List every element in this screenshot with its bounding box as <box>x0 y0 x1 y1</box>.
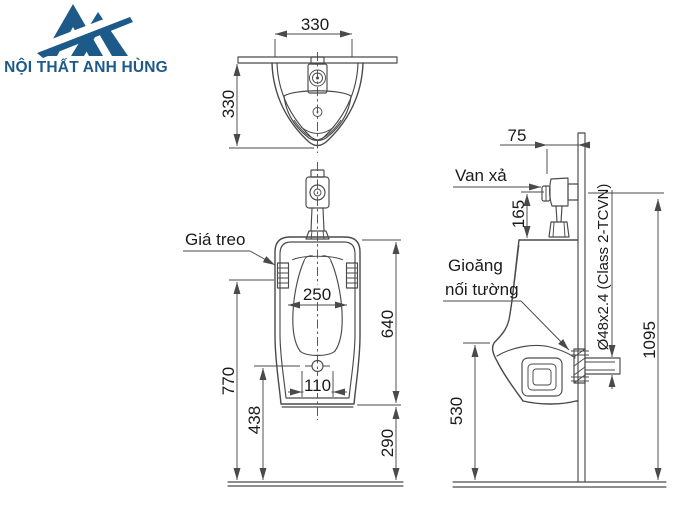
label-van-xa: Van xả <box>453 166 541 191</box>
dim-290: 290 <box>378 407 400 480</box>
dim-1095: 1095 <box>588 192 664 480</box>
label-gia-treo: Giá treo <box>183 230 276 266</box>
mounting-bracket-left <box>276 262 290 289</box>
dim-110-text: 110 <box>304 376 331 395</box>
dim-75-text: 75 <box>508 126 527 145</box>
dim-165: 165 <box>509 191 544 238</box>
brand-logo-mark <box>31 4 137 58</box>
label-gia-treo-text: Giá treo <box>185 230 245 249</box>
dim-330-width: 330 <box>274 15 353 57</box>
side-view-floor-line <box>452 481 667 488</box>
dim-290-text: 290 <box>378 429 397 457</box>
brand-logo: NỘI THẤT ANH HÙNG <box>0 2 172 76</box>
top-view: 330 330 <box>219 15 398 153</box>
dim-250: 250 <box>288 285 347 309</box>
dim-165-text: 165 <box>509 200 528 228</box>
drain-outlet-pipe <box>571 348 621 384</box>
label-gioang-noi-tuong: Gioăng nối tường <box>443 256 570 351</box>
dim-438-text: 438 <box>245 406 264 434</box>
dim-770-text: 770 <box>219 367 238 395</box>
label-noi-tuong-text: nối tường <box>445 280 519 299</box>
dim-250-text: 250 <box>303 285 331 304</box>
dim-pipe-spec-text: Ø48x2.4 (Class 2-TCVN) <box>595 184 612 351</box>
dim-75: 75 <box>500 126 590 174</box>
dim-330-depth-text: 330 <box>219 90 238 118</box>
dim-330-width-text: 330 <box>301 15 329 34</box>
front-view-floor-line <box>227 481 404 487</box>
dim-640-text: 640 <box>378 310 397 338</box>
side-view-body <box>491 239 579 405</box>
dim-330-depth: 330 <box>219 64 314 149</box>
dim-110: 110 <box>288 371 347 397</box>
front-view: 250 640 290 770 438 <box>183 162 404 487</box>
label-van-xa-text: Van xả <box>455 166 507 185</box>
dim-1095-text: 1095 <box>640 321 659 359</box>
dim-pipe-spec: Ø48x2.4 (Class 2-TCVN) <box>595 184 616 389</box>
brand-name: NỘI THẤT ANH HÙNG <box>4 59 168 76</box>
side-view: 75 Van xả 165 Gioăng nối tường <box>443 126 667 488</box>
dim-530-text: 530 <box>447 397 466 425</box>
side-view-flush-valve <box>541 177 579 238</box>
dim-438: 438 <box>245 365 300 480</box>
label-gioang-text: Gioăng <box>448 256 503 275</box>
dim-770: 770 <box>219 279 274 480</box>
dim-640: 640 <box>357 239 401 406</box>
side-view-wall <box>577 132 586 483</box>
mounting-bracket-right <box>345 262 359 289</box>
dim-530: 530 <box>447 342 490 480</box>
